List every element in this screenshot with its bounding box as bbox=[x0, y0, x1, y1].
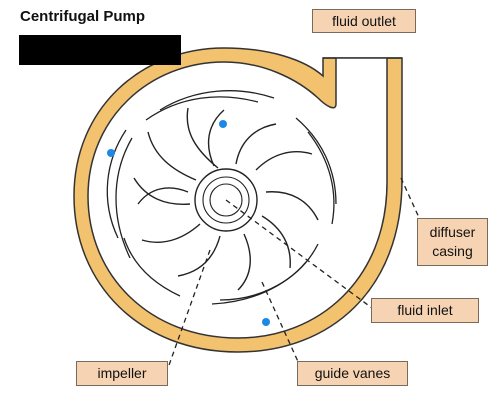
label-fluid-inlet-text: fluid inlet bbox=[397, 302, 453, 318]
leader-lines bbox=[167, 177, 422, 369]
diffuser-casing bbox=[73, 47, 403, 353]
page-title: Centrifugal Pump bbox=[20, 8, 146, 25]
impeller-hub bbox=[194, 168, 258, 232]
label-diffuser-casing: diffuser casing bbox=[417, 218, 488, 266]
leader-inlet bbox=[225, 199, 373, 309]
fluid-particle bbox=[262, 318, 270, 326]
casing-inner-cutout bbox=[87, 57, 388, 339]
fluid-particle bbox=[219, 120, 227, 128]
leader-vanes bbox=[261, 281, 301, 367]
label-diffuser-line1: diffuser bbox=[429, 224, 476, 240]
label-guide-vanes: guide vanes bbox=[297, 361, 408, 386]
redacted-block bbox=[19, 35, 181, 65]
fluid-particles bbox=[107, 120, 270, 326]
label-fluid-outlet: fluid outlet bbox=[312, 9, 416, 33]
fluid-particle bbox=[107, 149, 115, 157]
leader-diffuser bbox=[400, 177, 422, 223]
label-impeller-text: impeller bbox=[97, 365, 147, 381]
label-guide-vanes-text: guide vanes bbox=[314, 365, 391, 381]
label-fluid-inlet: fluid inlet bbox=[371, 298, 479, 323]
label-impeller: impeller bbox=[76, 361, 168, 386]
label-fluid-outlet-text: fluid outlet bbox=[332, 13, 396, 29]
guide-vanes bbox=[106, 90, 337, 305]
label-diffuser-line2: casing bbox=[432, 243, 473, 259]
leader-impeller bbox=[167, 249, 211, 369]
impeller bbox=[133, 107, 319, 291]
